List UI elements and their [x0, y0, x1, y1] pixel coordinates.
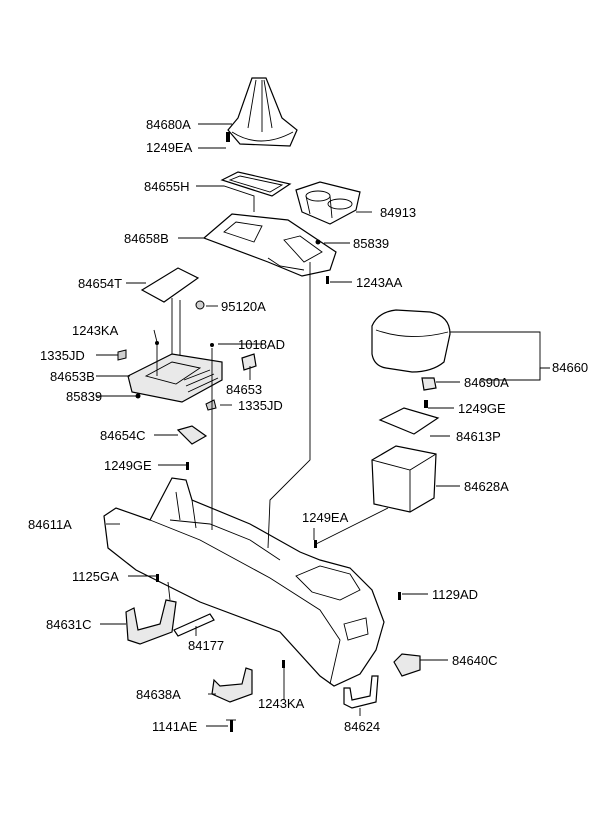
clip-95120A — [195, 300, 205, 310]
label-1249EA-top: 1249EA — [146, 140, 193, 155]
label-1018AD: 1018AD — [238, 337, 285, 352]
label-1243KA-lower: 1243KA — [258, 696, 305, 711]
cover-plate-part — [140, 267, 200, 303]
screw-85839-b — [135, 393, 141, 399]
bracket-84638A — [211, 667, 253, 703]
label-84611A: 84611A — [28, 517, 72, 532]
bracket-84631C — [125, 599, 177, 645]
bracket-84624 — [343, 675, 379, 709]
label-84631C: 84631C — [46, 617, 92, 632]
label-84655H: 84655H — [144, 179, 190, 194]
screw-85839-a — [315, 239, 321, 245]
label-85839-top: 85839 — [353, 236, 389, 251]
label-84640C: 84640C — [452, 653, 498, 668]
label-1243KA-upper: 1243KA — [72, 323, 119, 338]
label-1335JD-left: 1335JD — [40, 348, 85, 363]
clip-1335JD-b — [205, 399, 217, 411]
hinge-84690A — [421, 377, 437, 391]
screw-1249GE-b — [186, 462, 189, 470]
screw-1129AD — [398, 592, 401, 600]
label-1249GE-left: 1249GE — [104, 458, 152, 473]
label-84680A: 84680A — [146, 117, 191, 132]
screw-1249EA-a — [226, 132, 230, 142]
label-84913: 84913 — [380, 205, 416, 220]
upper-console-panel-part — [202, 213, 337, 277]
screw-1243AA — [326, 276, 329, 284]
label-95120A: 95120A — [221, 299, 266, 314]
label-84690A: 84690A — [464, 375, 509, 390]
leader-lines — [96, 123, 550, 727]
cup-holder-part — [295, 181, 361, 225]
mat-84613P — [378, 407, 440, 435]
storage-box-part — [371, 445, 437, 513]
label-84624: 84624 — [344, 719, 380, 734]
main-console-body-part — [103, 477, 385, 687]
label-1249EA-mid: 1249EA — [302, 510, 349, 525]
screw-1243KA-b — [282, 660, 285, 668]
strip-84177 — [173, 613, 215, 637]
screw-1249EA-b — [314, 540, 317, 548]
label-1335JD-right: 1335JD — [238, 398, 283, 413]
label-84654C: 84654C — [100, 428, 146, 443]
label-84654T: 84654T — [78, 276, 122, 291]
cover-84640C — [393, 653, 421, 677]
label-1249GE-right: 1249GE — [458, 401, 506, 416]
label-85839-mid: 85839 — [66, 389, 102, 404]
label-1129AD: 1129AD — [432, 587, 478, 602]
switch-84653 — [241, 353, 257, 371]
label-1141AE: 1141AE — [152, 719, 198, 734]
screw-1018AD — [210, 343, 214, 347]
label-84653: 84653 — [226, 382, 262, 397]
label-84177: 84177 — [188, 638, 224, 653]
shift-boot-part — [227, 77, 298, 147]
screw-1249GE-a — [424, 400, 428, 408]
armrest-lid-part — [371, 309, 451, 373]
bracket-84654C — [176, 425, 208, 445]
screw-1141AE — [226, 719, 236, 732]
label-84638A: 84638A — [136, 687, 181, 702]
label-84653B: 84653B — [50, 369, 95, 384]
tray-mat-part — [220, 171, 292, 197]
label-1125GA: 1125GA — [72, 569, 119, 584]
label-84613P: 84613P — [456, 429, 501, 444]
label-1243AA: 1243AA — [356, 275, 403, 290]
shift-bezel-part — [127, 298, 223, 403]
label-84660: 84660 — [552, 360, 588, 375]
screw-1125GA — [156, 574, 159, 582]
label-84658B: 84658B — [124, 231, 169, 246]
clip-1335JD-a — [117, 349, 127, 361]
label-84628A: 84628A — [464, 479, 509, 494]
